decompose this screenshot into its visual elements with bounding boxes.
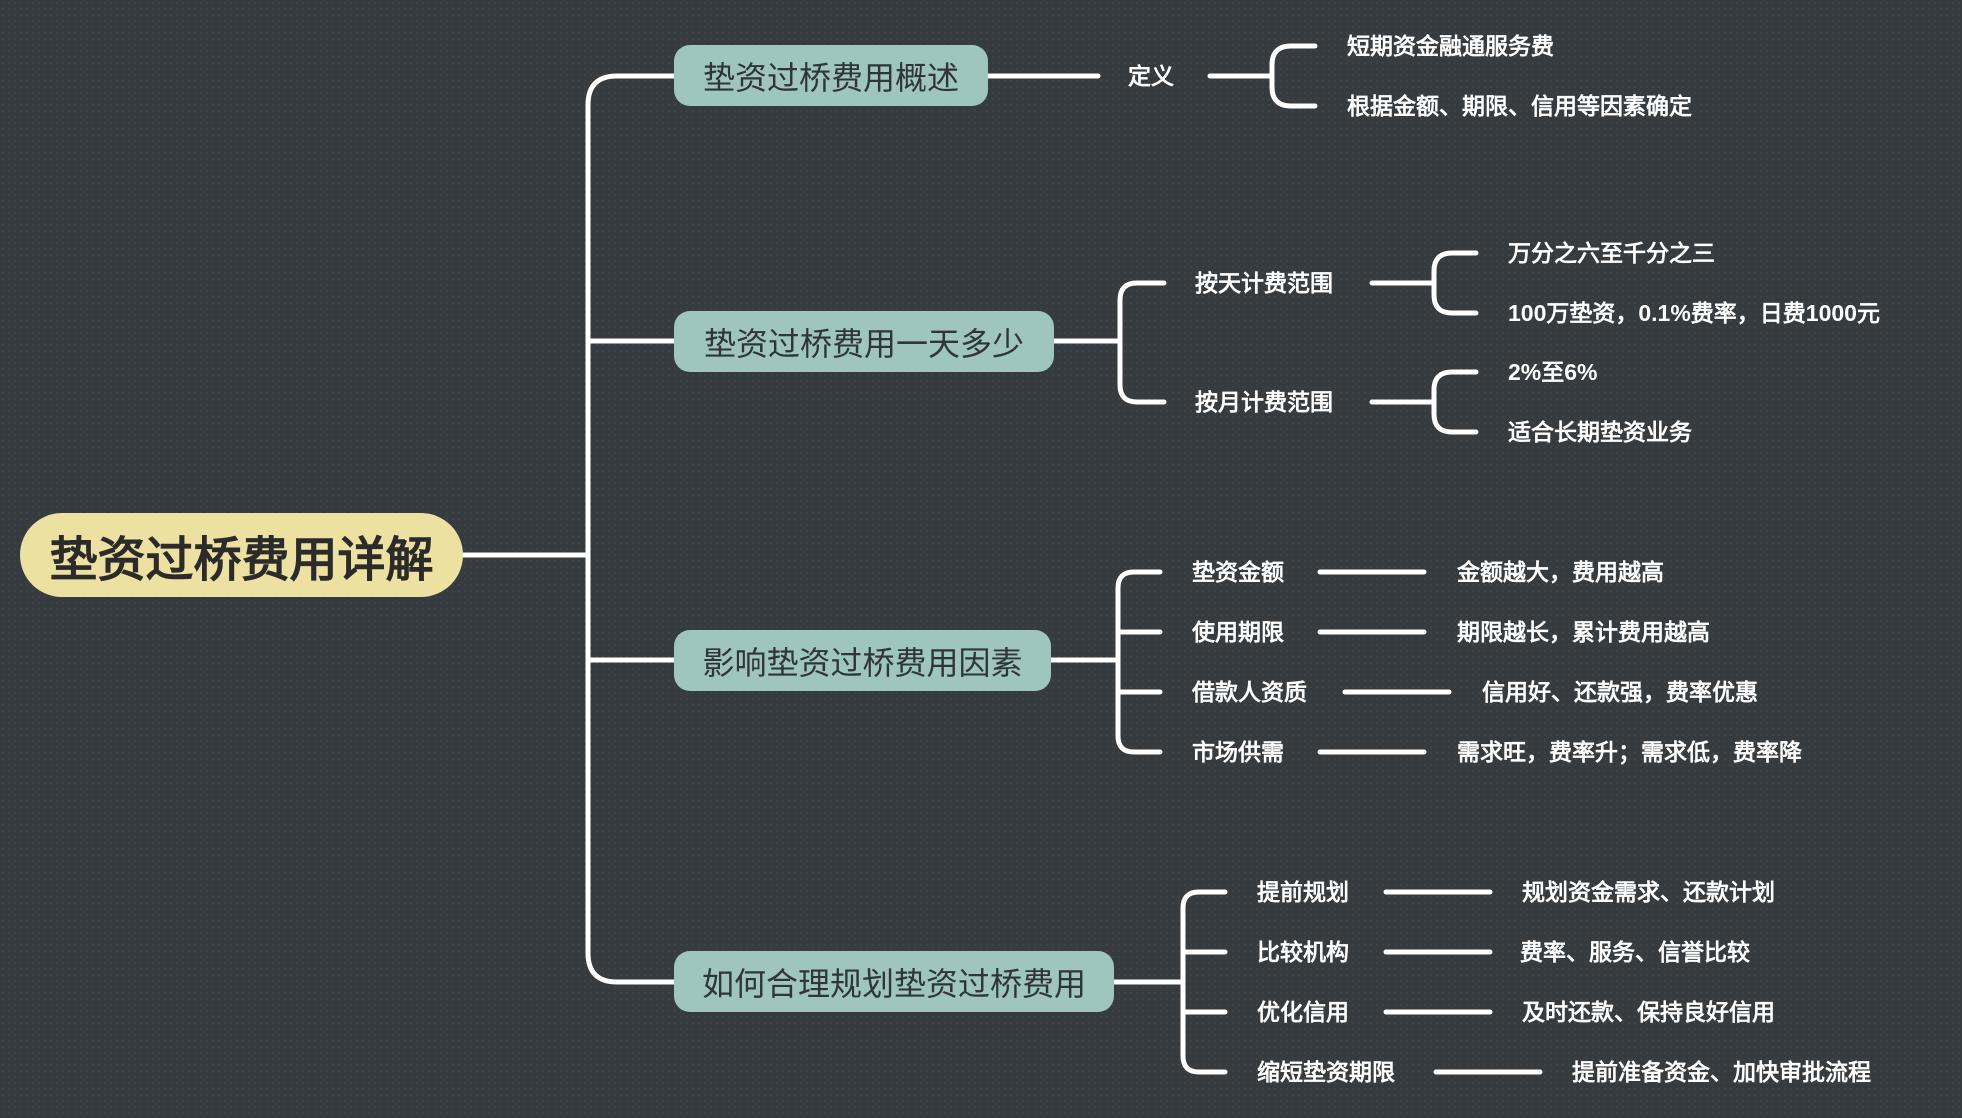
detail-monthly-range-2[interactable]: 适合长期垫资业务 [1508,419,1692,445]
subtopic-term[interactable]: 使用期限 [1192,619,1284,645]
subtopic-shorten-term[interactable]: 缩短垫资期限 [1257,1059,1395,1085]
subtopic-compare[interactable]: 比较机构 [1257,939,1349,965]
topic-factors[interactable]: 影响垫资过桥费用因素 [674,630,1051,691]
subtopic-market[interactable]: 市场供需 [1192,739,1284,765]
subtopic-plan-ahead[interactable]: 提前规划 [1257,879,1349,905]
detail-credit[interactable]: 及时还款、保持良好信用 [1522,999,1775,1025]
detail-compare[interactable]: 费率、服务、信誉比较 [1520,939,1750,965]
detail-daily-range-1[interactable]: 万分之六至千分之三 [1508,240,1715,266]
subtopic-daily-range[interactable]: 按天计费范围 [1195,270,1333,296]
topic-daily-cost[interactable]: 垫资过桥费用一天多少 [674,311,1054,372]
detail-plan-ahead[interactable]: 规划资金需求、还款计划 [1522,879,1775,905]
detail-monthly-range-1[interactable]: 2%至6% [1508,359,1598,385]
root-node[interactable]: 垫资过桥费用详解 [20,513,463,597]
detail-amount[interactable]: 金额越大，费用越高 [1457,559,1664,585]
subtopic-credit[interactable]: 优化信用 [1257,999,1349,1025]
detail-daily-range-2[interactable]: 100万垫资，0.1%费率，日费1000元 [1508,300,1880,326]
detail-definition-2[interactable]: 根据金额、期限、信用等因素确定 [1347,93,1692,119]
detail-borrower-quality[interactable]: 信用好、还款强，费率优惠 [1482,679,1758,705]
subtopic-amount[interactable]: 垫资金额 [1192,559,1284,585]
subtopic-monthly-range[interactable]: 按月计费范围 [1195,389,1333,415]
topic-planning[interactable]: 如何合理规划垫资过桥费用 [674,951,1114,1012]
detail-definition-1[interactable]: 短期资金融通服务费 [1347,33,1554,59]
detail-shorten-term[interactable]: 提前准备资金、加快审批流程 [1572,1059,1871,1085]
detail-market[interactable]: 需求旺，费率升；需求低，费率降 [1457,739,1802,765]
subtopic-definition[interactable]: 定义 [1128,63,1174,89]
subtopic-borrower-quality[interactable]: 借款人资质 [1192,679,1307,705]
topic-overview[interactable]: 垫资过桥费用概述 [674,45,988,106]
detail-term[interactable]: 期限越长，累计费用越高 [1457,619,1710,645]
